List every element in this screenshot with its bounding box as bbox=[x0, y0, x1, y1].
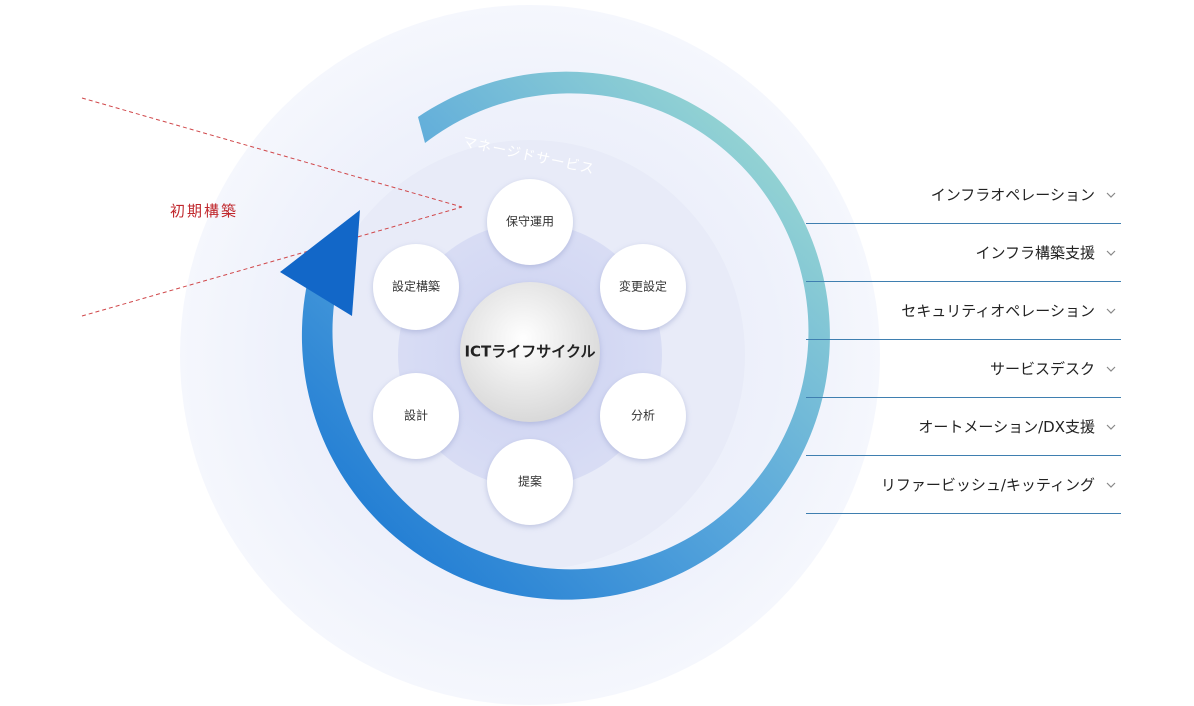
dashed-line-upper bbox=[81, 97, 463, 208]
center-circle bbox=[460, 282, 600, 422]
chevron-down-icon bbox=[1106, 482, 1116, 488]
chevron-down-icon bbox=[1106, 250, 1116, 256]
node-label: 保守運用 bbox=[506, 215, 554, 229]
node-label: 設計 bbox=[404, 408, 428, 423]
service-label: サービスデスク bbox=[989, 360, 1095, 378]
initial-build-label: 初期構築 bbox=[170, 202, 239, 220]
node-configuration: 設定構築 bbox=[373, 244, 459, 330]
service-item-infra-operation[interactable]: インフラオペレーション bbox=[806, 166, 1121, 224]
node-change-settings: 変更設定 bbox=[600, 244, 686, 330]
service-label: オートメーション/DX支援 bbox=[918, 418, 1095, 436]
node-label: 分析 bbox=[631, 409, 655, 423]
service-label: セキュリティオペレーション bbox=[901, 302, 1095, 320]
node-maintenance: 保守運用 bbox=[487, 179, 573, 265]
service-item-service-desk[interactable]: サービスデスク bbox=[806, 340, 1121, 398]
node-label: 変更設定 bbox=[619, 279, 667, 294]
chevron-down-icon bbox=[1106, 192, 1116, 198]
service-list: インフラオペレーション インフラ構築支援 セキュリティオペレーション サービスデ… bbox=[806, 166, 1121, 514]
cycle-arrowhead bbox=[280, 210, 360, 316]
service-item-security-operation[interactable]: セキュリティオペレーション bbox=[806, 282, 1121, 340]
node-analysis: 分析 bbox=[600, 373, 686, 459]
service-label: インフラ構築支援 bbox=[975, 244, 1095, 262]
service-item-infra-build-support[interactable]: インフラ構築支援 bbox=[806, 224, 1121, 282]
node-design: 設計 bbox=[373, 373, 459, 459]
service-item-refurbish-kitting[interactable]: リファービッシュ/キッティング bbox=[806, 456, 1121, 514]
chevron-down-icon bbox=[1106, 424, 1116, 430]
chevron-down-icon bbox=[1106, 366, 1116, 372]
node-label: 提案 bbox=[518, 474, 542, 489]
service-label: インフラオペレーション bbox=[930, 186, 1095, 204]
chevron-down-icon bbox=[1106, 308, 1116, 314]
service-item-automation-dx[interactable]: オートメーション/DX支援 bbox=[806, 398, 1121, 456]
node-label: 設定構築 bbox=[392, 279, 440, 294]
center-label: ICTライフサイクル bbox=[464, 343, 595, 361]
node-proposal: 提案 bbox=[487, 439, 573, 525]
service-label: リファービッシュ/キッティング bbox=[880, 476, 1095, 494]
dashed-line-lower bbox=[81, 206, 463, 317]
